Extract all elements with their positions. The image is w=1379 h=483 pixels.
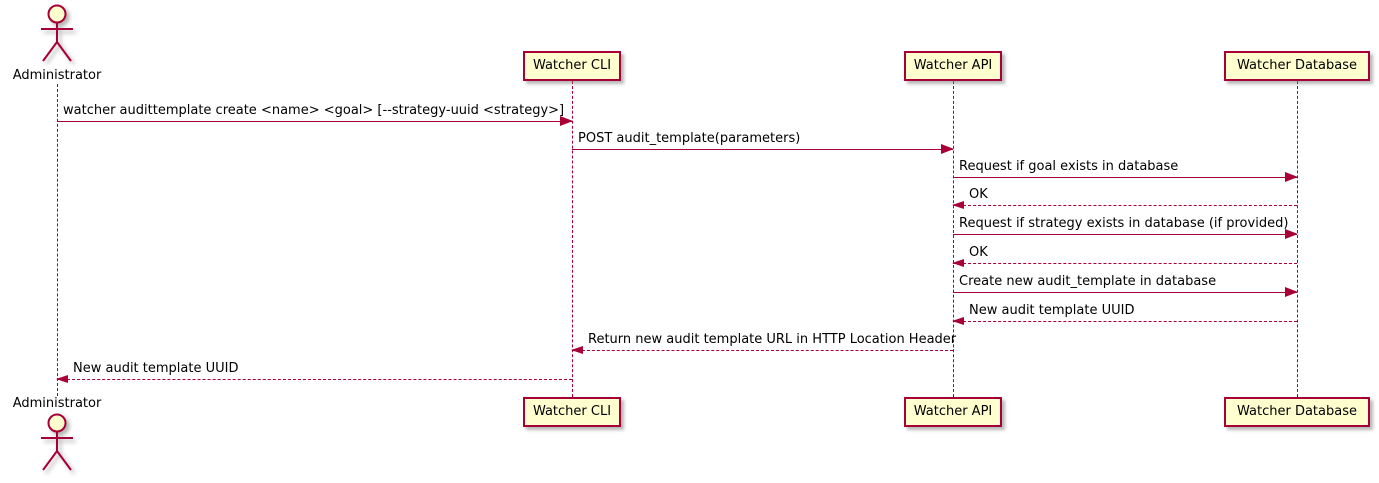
message-5: Request if strategy exists in database (…: [953, 216, 1298, 239]
arrowhead: [571, 346, 583, 354]
message-2: POST audit_template(parameters): [572, 131, 954, 154]
lifeline-administrator: [57, 84, 58, 396]
message-9: Return new audit template URL in HTTP Lo…: [571, 332, 957, 354]
message-4: OK: [952, 187, 1297, 209]
message-7: Create new audit_template in database: [953, 274, 1298, 297]
message-label: OK: [969, 187, 988, 202]
arrowhead: [1285, 172, 1298, 182]
message-6: OK: [952, 245, 1297, 267]
participant-watcher-api-top: Watcher API: [904, 51, 1002, 81]
arrowhead: [1285, 287, 1298, 297]
actor-label-top: Administrator: [12, 68, 102, 83]
arrowhead: [56, 375, 68, 383]
message-label: New audit template UUID: [73, 361, 239, 376]
actor-icon: [41, 4, 73, 62]
lifeline-watcher-api: [953, 81, 954, 397]
participant-watcher-cli-bottom: Watcher CLI: [523, 397, 621, 427]
message-1: watcher audittemplate create <name> <goa…: [57, 103, 573, 126]
arrowhead: [941, 144, 954, 154]
message-label: New audit template UUID: [969, 303, 1135, 318]
lifeline-watcher-database: [1297, 81, 1298, 397]
arrowhead: [952, 317, 964, 325]
lifeline-watcher-cli: [572, 81, 573, 397]
participant-watcher-api-bottom: Watcher API: [904, 397, 1002, 427]
message-3: Request if goal exists in database: [953, 159, 1298, 182]
message-label: Request if goal exists in database: [959, 159, 1179, 174]
message-label: Create new audit_template in database: [959, 274, 1217, 289]
arrowhead: [1285, 229, 1298, 239]
participant-watcher-database-bottom: Watcher Database: [1224, 397, 1370, 427]
message-label: watcher audittemplate create <name> <goa…: [63, 103, 565, 118]
participant-watcher-database-top: Watcher Database: [1224, 51, 1370, 81]
message-10: New audit template UUID: [56, 361, 572, 383]
arrowhead: [560, 116, 573, 126]
participant-watcher-cli-top: Watcher CLI: [523, 51, 621, 81]
actor-icon: [41, 413, 73, 471]
arrowhead: [952, 201, 964, 209]
arrowhead: [952, 259, 964, 267]
message-label: Return new audit template URL in HTTP Lo…: [588, 332, 957, 347]
message-label: OK: [969, 245, 988, 260]
message-8: New audit template UUID: [952, 303, 1297, 325]
actor-label-bottom: Administrator: [12, 396, 102, 411]
message-label: Request if strategy exists in database (…: [959, 216, 1289, 231]
message-label: POST audit_template(parameters): [578, 131, 801, 146]
